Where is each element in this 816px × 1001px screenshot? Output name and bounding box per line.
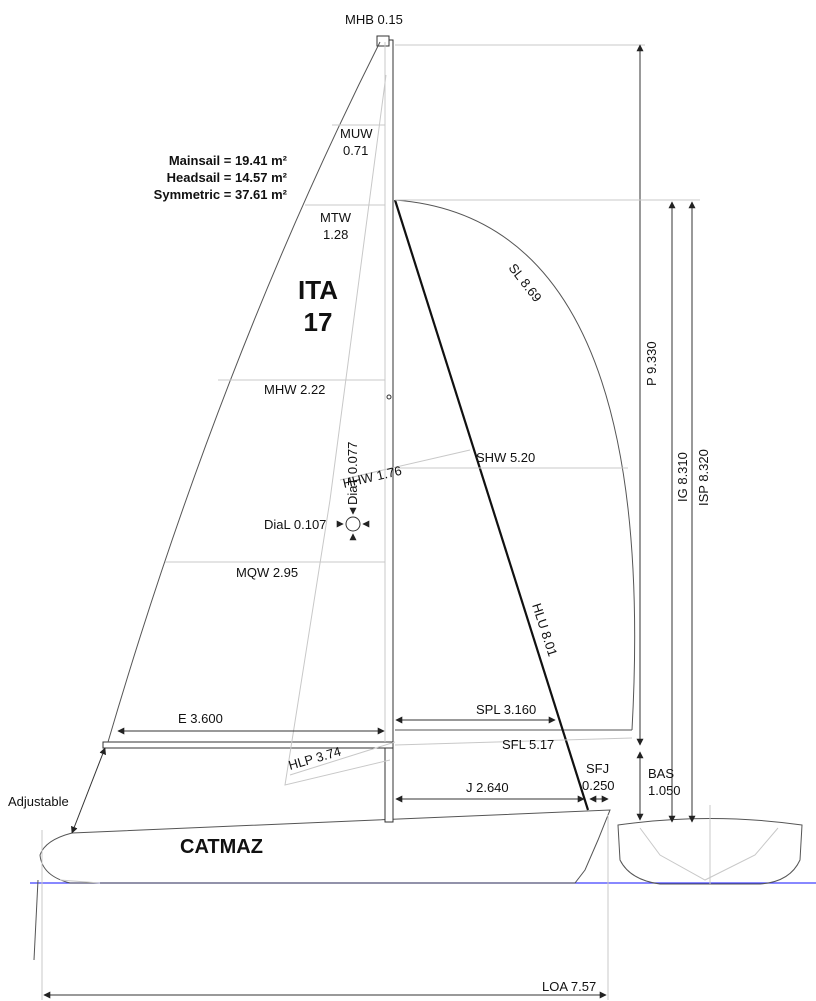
sfl-line — [394, 737, 633, 746]
mast-hound-mark — [386, 394, 392, 400]
e-label: E 3.600 — [178, 711, 223, 726]
hull-keel-mark — [59, 879, 101, 884]
hlu-label: HLU 8.01 — [529, 601, 560, 658]
sail-country: ITA — [298, 275, 338, 305]
muw-value: 0.71 — [343, 143, 368, 158]
mainsail-area-label: Mainsail = 19.41 m² — [169, 153, 288, 168]
mhb-label: MHB 0.15 — [345, 12, 403, 27]
sfj-value: 0.250 — [582, 778, 615, 793]
headsail-leech — [284, 74, 391, 786]
sail-number: 17 — [304, 307, 333, 337]
hlp-dimension — [289, 741, 396, 776]
hull-section-inner — [639, 827, 779, 881]
mqw-label: MQW 2.95 — [236, 565, 298, 580]
hull-outline — [39, 809, 611, 884]
mainsail-leech — [107, 41, 381, 743]
spinnaker-leech — [394, 199, 636, 731]
adjustable-label: Adjustable — [8, 794, 69, 809]
dial-label: DiaL 0.107 — [264, 517, 326, 532]
mast — [384, 39, 394, 823]
mtw-value: 1.28 — [323, 227, 348, 242]
muw-label: MUW — [340, 126, 373, 141]
bas-value: 1.050 — [648, 783, 681, 798]
loa-label: LOA 7.57 — [542, 979, 596, 994]
j-label: J 2.640 — [466, 780, 509, 795]
boom — [102, 741, 394, 749]
boat-name: CATMAZ — [180, 836, 263, 858]
dia-circle — [345, 516, 361, 532]
hhw-girth — [339, 449, 471, 481]
diat-label: DiaT 0.077 — [345, 442, 360, 505]
spl-label: SPL 3.160 — [476, 702, 536, 717]
spinnaker-halyard-luff — [393, 199, 590, 811]
tack-bracket — [33, 879, 39, 961]
isp-label: ISP 8.320 — [696, 449, 711, 506]
masthead-band — [376, 35, 390, 47]
adjustable-dimension — [71, 747, 106, 834]
p-label: P 9.330 — [644, 341, 659, 386]
mhw-label: MHW 2.22 — [264, 382, 325, 397]
mtw-label: MTW — [320, 210, 352, 225]
headsail-area-label: Headsail = 14.57 m² — [167, 170, 288, 185]
bas-label: BAS — [648, 766, 674, 781]
symmetric-area-label: Symmetric = 37.61 m² — [154, 187, 288, 202]
sfj-label: SFJ — [586, 761, 609, 776]
shw-label: SHW 5.20 — [476, 450, 535, 465]
ig-label: IG 8.310 — [675, 452, 690, 502]
sfl-label: SFL 5.17 — [502, 737, 554, 752]
